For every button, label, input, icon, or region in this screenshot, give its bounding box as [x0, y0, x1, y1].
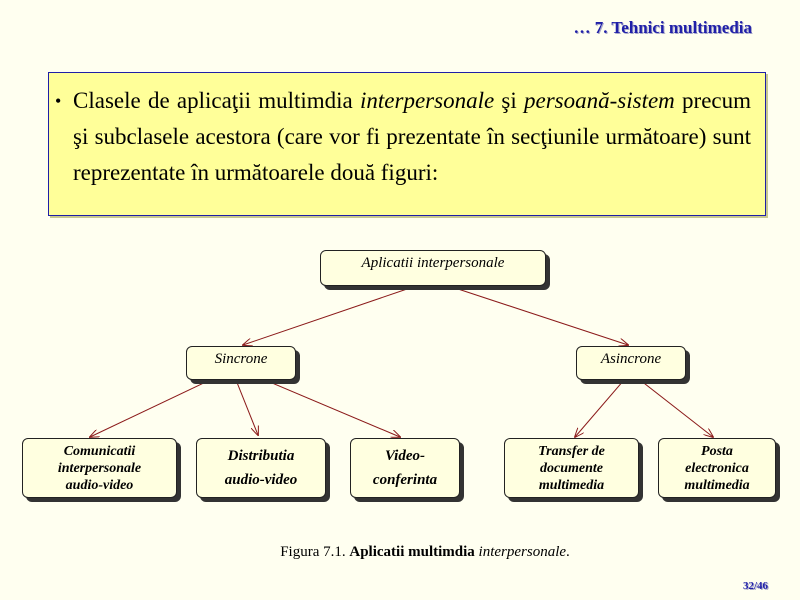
caption-suffix: . [566, 544, 570, 560]
page-number: 32/46 [742, 580, 768, 592]
node-video-conferinta: Video- conferinta [350, 438, 460, 498]
arrow-sync-to-comm [90, 379, 211, 437]
node-posta-line3: multimedia [684, 477, 750, 493]
diagram: Aplicatii interpersonale Sincrone Asincr… [0, 240, 800, 520]
arrow-sync-to-dist [235, 379, 258, 435]
intro-paragraph: Clasele de aplicaţii multimdia interpers… [73, 83, 751, 191]
intro-text-part3: precum şi subclasele acestora (care vor … [73, 88, 752, 185]
node-async-label: Asincrone [600, 351, 662, 367]
node-sync-label: Sincrone [214, 351, 268, 367]
node-transfer-line1: Transfer de [538, 443, 605, 459]
node-comunicatii-interpersonale: Comunicatii interpersonale audio-video [22, 438, 177, 498]
node-sincrone: Sincrone [186, 346, 296, 380]
slide-header-title: … 7. Tehnici multimedia [573, 18, 752, 37]
arrow-sync-to-video [264, 379, 400, 437]
intro-emph-interpersonale: interpersonale [360, 88, 495, 113]
node-posta-electronica: Posta electronica multimedia [658, 438, 776, 498]
intro-emph-persoana-sistem: persoană-sistem [524, 88, 675, 113]
node-video-line1: Video- [384, 448, 425, 464]
arrow-root-to-async [454, 287, 628, 345]
node-dist-line1: Distributia [227, 448, 295, 464]
node-comm-line1: Comunicatii [63, 443, 136, 459]
node-asincrone: Asincrone [576, 346, 686, 380]
caption-prefix: Figura 7.1. [280, 544, 350, 560]
node-video-line2: conferinta [372, 472, 438, 488]
intro-text-part1: Clasele de aplicaţii multimdia [73, 88, 361, 113]
bullet-icon: • [55, 91, 62, 111]
node-transfer-line2: documente [539, 460, 603, 476]
node-comm-line2: interpersonale [57, 460, 142, 476]
node-comm-line3: audio-video [65, 477, 134, 493]
arrow-async-to-posta [639, 379, 713, 437]
caption-strong: Aplicatii multimdia [349, 544, 475, 560]
diagram-connectors [0, 287, 800, 520]
intro-text-box: • Clasele de aplicaţii multimdia interpe… [48, 72, 766, 216]
node-transfer-documente: Transfer de documente multimedia [504, 438, 639, 498]
node-posta-line2: electronica [685, 460, 749, 476]
node-distributia-audio-video: Distributia audio-video [196, 438, 326, 498]
caption-emph: interpersonale [478, 544, 567, 560]
node-dist-line2: audio-video [224, 472, 298, 488]
node-transfer-line3: multimedia [538, 477, 605, 493]
figure-caption: Figura 7.1. Aplicatii multimdia interper… [0, 544, 800, 561]
arrow-root-to-sync [243, 287, 411, 345]
node-root-label: Aplicatii interpersonale [361, 255, 505, 271]
node-posta-line1: Posta [701, 443, 733, 459]
node-aplicatii-interpersonale: Aplicatii interpersonale [320, 250, 546, 286]
intro-text-part2: şi [494, 88, 525, 113]
arrow-async-to-transfer [575, 379, 625, 437]
